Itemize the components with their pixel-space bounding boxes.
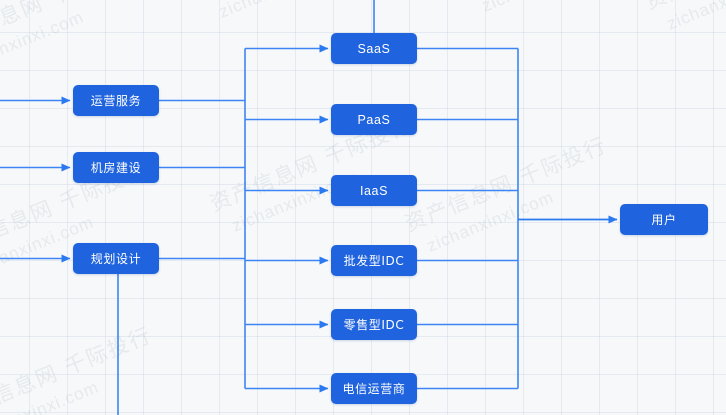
node-yonghu[interactable]: 用户 bbox=[620, 204, 708, 235]
node-pifa-idc[interactable]: 批发型IDC bbox=[331, 245, 417, 276]
node-jifang-jianshe[interactable]: 机房建设 bbox=[73, 152, 159, 183]
node-guihua-sheji[interactable]: 规划设计 bbox=[73, 243, 159, 274]
node-lingshou-idc[interactable]: 零售型IDC bbox=[331, 309, 417, 340]
node-saas[interactable]: SaaS bbox=[331, 33, 417, 64]
node-iaas[interactable]: IaaS bbox=[331, 175, 417, 206]
node-yunying-fuwu[interactable]: 运营服务 bbox=[73, 85, 159, 116]
node-paas[interactable]: PaaS bbox=[331, 104, 417, 135]
node-dianxin-yunyingshang[interactable]: 电信运营商 bbox=[331, 373, 417, 404]
